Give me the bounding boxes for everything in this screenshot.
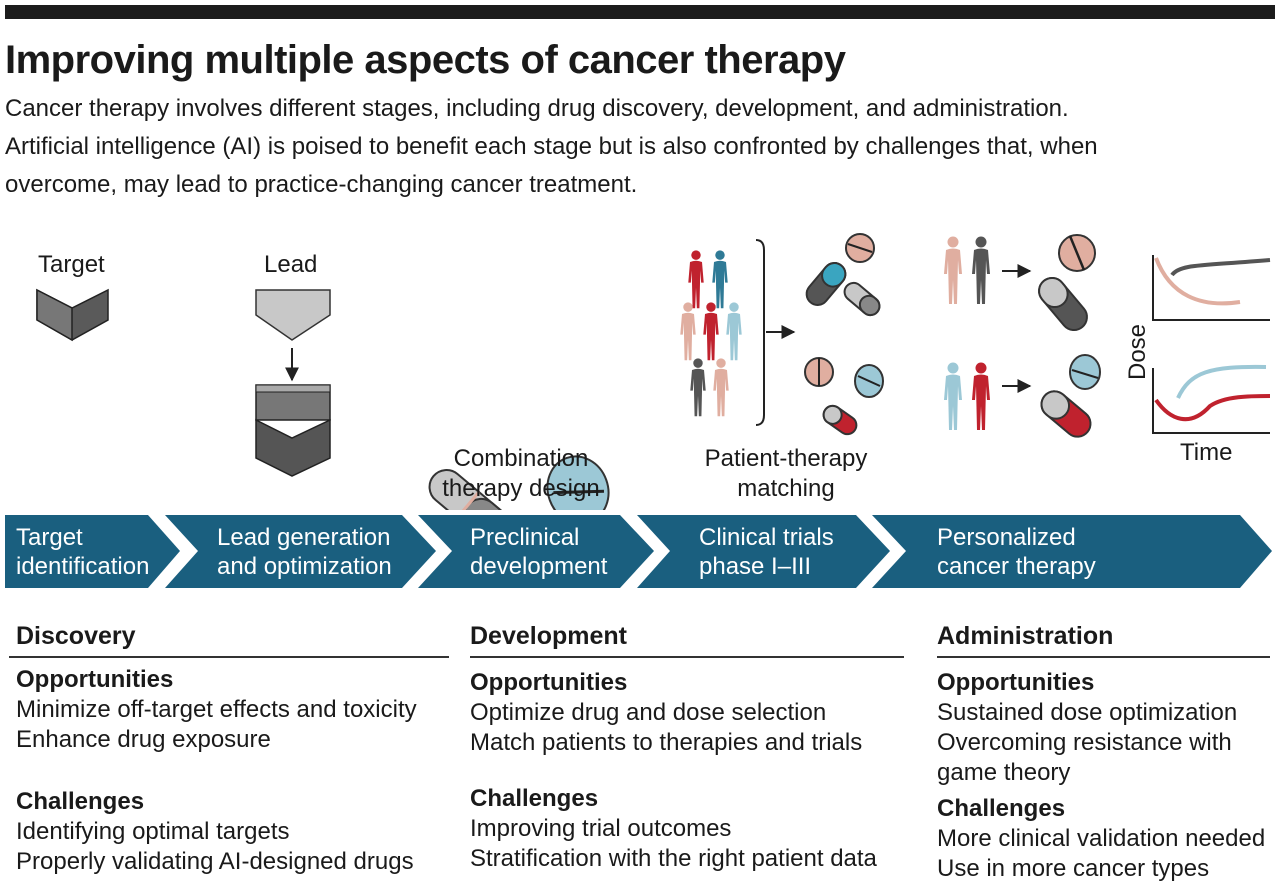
stage-arrow <box>418 515 654 588</box>
personalized-patients <box>944 234 1101 438</box>
stage-line: development <box>470 553 608 580</box>
stage-line: Clinical trials <box>699 524 834 551</box>
challenges-heading: Challenges <box>470 785 599 812</box>
figure-title: Improving multiple aspects of cancer the… <box>5 38 846 82</box>
stage-line: Preclinical <box>470 524 580 551</box>
challenge-item: Use in more cancer types <box>937 855 1210 882</box>
section-heading: Administration <box>937 622 1114 650</box>
opportunity-item: Optimize drug and dose selection <box>470 699 827 726</box>
opportunity-item: Minimize off-target effects and toxicity <box>16 696 417 723</box>
opportunity-item: game theory <box>937 759 1071 786</box>
section-heading: Discovery <box>16 622 136 650</box>
patient-group <box>680 239 796 426</box>
stage-line: cancer therapy <box>937 553 1096 580</box>
challenge-item: Improving trial outcomes <box>470 815 732 842</box>
challenge-item: More clinical validation needed <box>937 825 1266 852</box>
opportunity-item: Enhance drug exposure <box>16 726 271 753</box>
stage-arrow <box>5 515 180 588</box>
stage-line: Personalized <box>937 524 1076 551</box>
stage-arrow <box>165 515 436 588</box>
patient-matching-label: Patient-therapy matching <box>700 444 872 504</box>
subtitle-line: overcome, may lead to practice-changing … <box>5 171 638 198</box>
target-shape <box>36 288 109 342</box>
challenges-heading: Challenges <box>16 788 145 815</box>
stage-line: Lead generation <box>217 524 391 551</box>
challenge-item: Identifying optimal targets <box>16 818 290 845</box>
target-label: Target <box>38 251 105 278</box>
top-bar <box>5 5 1275 19</box>
stage-line: Target <box>16 524 83 551</box>
combination-label-line: therapy design <box>442 475 600 502</box>
figure-subtitle: Cancer therapy involves different stages… <box>5 90 1265 204</box>
stage-lead-generation: Lead generation and optimization <box>217 523 392 581</box>
combination-label: Combination therapy design <box>441 444 601 504</box>
time-axis-label: Time <box>1180 439 1233 466</box>
stage-preclinical: Preclinical development <box>470 523 607 581</box>
dose-axis-label: Dose <box>1124 323 1151 381</box>
section-heading: Development <box>470 622 627 650</box>
opportunities-heading: Opportunities <box>470 669 628 696</box>
section-divider <box>937 656 1270 658</box>
stage-line: phase I–III <box>699 553 812 580</box>
stage-line: and optimization <box>217 553 392 580</box>
stage-arrow <box>872 515 1272 588</box>
section-development: Development Opportunities Optimize drug … <box>470 622 904 874</box>
dose-time-plots <box>1152 255 1271 434</box>
challenges-heading: Challenges <box>937 795 1066 822</box>
patient-matching-label-line: matching <box>737 475 835 502</box>
section-administration: Administration Opportunities Sustained d… <box>937 622 1270 884</box>
matched-pills <box>804 233 884 436</box>
subtitle-line: Cancer therapy involves different stages… <box>5 95 1069 122</box>
stage-personalized-therapy: Personalized cancer therapy <box>937 523 1096 581</box>
patient-matching-label-line: Patient-therapy <box>704 445 868 472</box>
opportunity-item: Match patients to therapies and trials <box>470 729 863 756</box>
lead-label: Lead <box>264 251 318 278</box>
challenge-item: Properly validating AI-designed drugs <box>16 848 414 875</box>
stage-target-identification: Target identification <box>16 523 149 581</box>
opportunity-item: Overcoming resistance with <box>937 729 1232 756</box>
stage-arrow <box>637 515 890 588</box>
section-discovery: Discovery Opportunities Minimize off-tar… <box>9 622 449 877</box>
subtitle-line: Artificial intelligence (AI) is poised t… <box>5 133 1098 160</box>
combination-label-line: Combination <box>453 445 589 472</box>
challenge-item: Stratification with the right patient da… <box>470 845 877 872</box>
section-divider <box>9 656 449 658</box>
stage-arrow-banner <box>5 515 1272 588</box>
section-divider <box>470 656 904 658</box>
stage-line: identification <box>16 553 150 580</box>
opportunities-heading: Opportunities <box>16 666 174 693</box>
opportunities-heading: Opportunities <box>937 669 1095 696</box>
lead-shape <box>255 289 331 477</box>
opportunity-item: Sustained dose optimization <box>937 699 1238 726</box>
stage-clinical-trials: Clinical trials phase I–III <box>699 523 834 581</box>
illustration-row <box>36 233 1271 510</box>
combination-pills <box>428 455 610 510</box>
